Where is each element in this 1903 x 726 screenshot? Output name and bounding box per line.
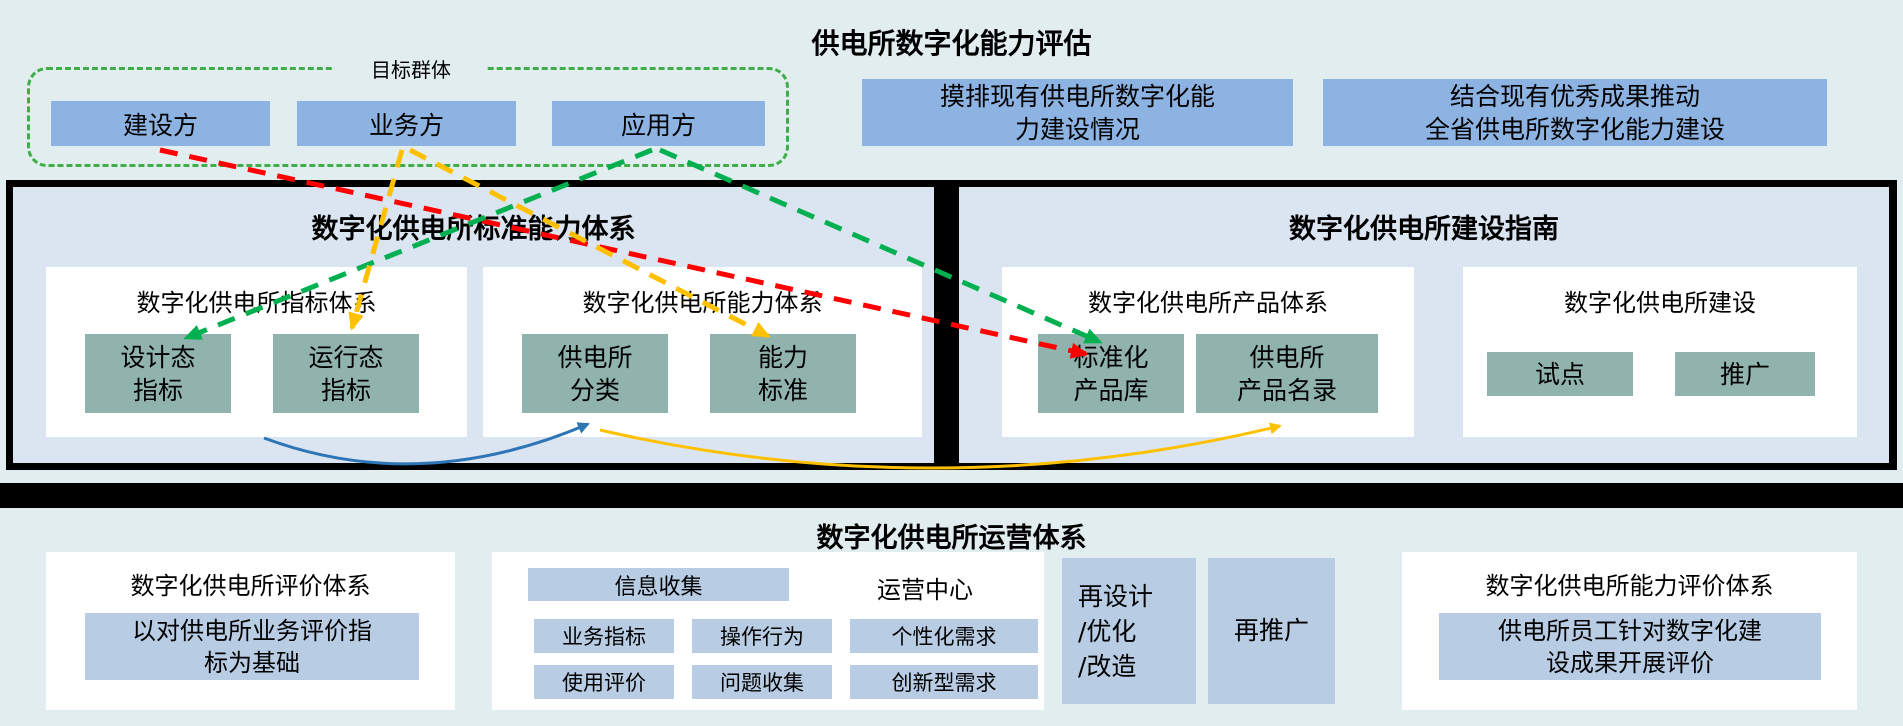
ops-cell-usage-evaluation: 使用评价: [534, 665, 674, 699]
text-line: 摸排现有供电所数字化能: [939, 81, 1215, 111]
text-line: 设计态: [120, 342, 196, 372]
text-line: 设成果开展评价: [1546, 648, 1714, 677]
text-line: 运行态: [308, 342, 384, 372]
construction-card-title: 数字化供电所建设: [1564, 289, 1756, 317]
product-item-standard-library: 标准化 产品库: [1038, 334, 1184, 413]
capability-eval-card-title: 数字化供电所能力评价体系: [1485, 572, 1774, 600]
capability-item-classification: 供电所 分类: [522, 334, 668, 413]
standard-panel: 数字化供电所标准能力体系 数字化供电所指标体系 设计态 指标 运行态 指标 数字…: [13, 187, 934, 463]
target-group-label: 目标群体: [335, 57, 487, 83]
text-line: 指标: [320, 375, 371, 405]
text-line: 供电所: [1249, 342, 1325, 372]
text-line: 分类: [569, 375, 620, 405]
ops-cell-business-indicator: 业务指标: [534, 619, 674, 653]
repromote-box: 再推广: [1208, 558, 1335, 704]
operation-section-title: 数字化供电所运营体系: [816, 523, 1087, 554]
stakeholder-box-application: 应用方: [552, 101, 765, 146]
text-line: 产品名录: [1236, 375, 1337, 405]
page-title: 供电所数字化能力评估: [811, 27, 1092, 60]
text-line: 全省供电所数字化能力建设: [1424, 114, 1725, 144]
text-line: 力建设情况: [1014, 114, 1140, 144]
note-box-survey: 摸排现有供电所数字化能 力建设情况: [862, 79, 1293, 146]
construction-card: 数字化供电所建设 试点 推广: [1463, 267, 1857, 437]
text-line: /优化: [1078, 616, 1137, 646]
ops-cell-issue-collection: 问题收集: [692, 665, 832, 699]
capability-eval-card: 数字化供电所能力评价体系 供电所员工针对数字化建 设成果开展评价: [1402, 552, 1857, 710]
product-card-title: 数字化供电所产品体系: [1088, 289, 1328, 317]
text-line: 指标: [132, 375, 183, 405]
text-line: 供电所员工针对数字化建: [1498, 616, 1762, 645]
indicator-item-design: 设计态 指标: [85, 334, 231, 413]
ops-center-card: 信息收集 运营中心 业务指标 操作行为 个性化需求 使用评价 问题收集 创新型需…: [492, 552, 1044, 710]
standard-panel-title: 数字化供电所标准能力体系: [311, 214, 636, 245]
redesign-box: 再设计 /优化 /改造: [1062, 558, 1196, 704]
operation-center-label: 运营中心: [877, 576, 973, 604]
stakeholder-box-builder: 建设方: [51, 101, 270, 146]
ops-cell-operation-behavior: 操作行为: [692, 619, 832, 653]
capability-card: 数字化供电所能力体系 供电所 分类 能力 标准: [483, 267, 922, 437]
note-box-promote: 结合现有优秀成果推动 全省供电所数字化能力建设: [1323, 79, 1827, 146]
section-divider-bar: [0, 483, 1903, 508]
ops-cell-personalized-demand: 个性化需求: [850, 619, 1038, 653]
text-line: 以对供电所业务评价指: [132, 616, 372, 645]
text-line: 再设计: [1078, 581, 1154, 611]
capability-eval-box: 供电所员工针对数字化建 设成果开展评价: [1439, 613, 1821, 680]
construction-item-promotion: 推广: [1675, 352, 1815, 396]
indicator-card: 数字化供电所指标体系 设计态 指标 运行态 指标: [46, 267, 467, 437]
evaluation-card-title: 数字化供电所评价体系: [130, 572, 371, 600]
capability-card-title: 数字化供电所能力体系: [582, 289, 823, 317]
text-line: /改造: [1078, 651, 1137, 681]
info-collection-header: 信息收集: [528, 568, 789, 601]
product-card: 数字化供电所产品体系 标准化 产品库 供电所 产品名录: [1002, 267, 1414, 437]
guide-panel: 数字化供电所建设指南 数字化供电所产品体系 标准化 产品库 供电所 产品名录 数…: [959, 187, 1889, 463]
text-line: 标准: [757, 375, 808, 405]
evaluation-card: 数字化供电所评价体系 以对供电所业务评价指 标为基础: [46, 552, 455, 710]
text-line: 产品库: [1073, 375, 1149, 405]
stakeholder-box-business: 业务方: [297, 101, 516, 146]
capability-item-standard: 能力 标准: [710, 334, 856, 413]
evaluation-basis-box: 以对供电所业务评价指 标为基础: [85, 613, 419, 680]
text-line: 标为基础: [204, 648, 300, 677]
text-line: 标准化: [1073, 342, 1149, 372]
guide-panel-title: 数字化供电所建设指南: [1289, 214, 1559, 245]
text-line: 能力: [757, 342, 808, 372]
indicator-card-title: 数字化供电所指标体系: [136, 289, 377, 317]
middle-frame: 数字化供电所标准能力体系 数字化供电所指标体系 设计态 指标 运行态 指标 数字…: [6, 180, 1897, 470]
ops-cell-innovative-demand: 创新型需求: [850, 665, 1038, 699]
indicator-item-runtime: 运行态 指标: [273, 334, 419, 413]
construction-item-pilot: 试点: [1487, 352, 1633, 396]
product-item-catalog: 供电所 产品名录: [1196, 334, 1378, 413]
text-line: 结合现有优秀成果推动: [1449, 81, 1700, 111]
text-line: 供电所: [557, 342, 633, 372]
